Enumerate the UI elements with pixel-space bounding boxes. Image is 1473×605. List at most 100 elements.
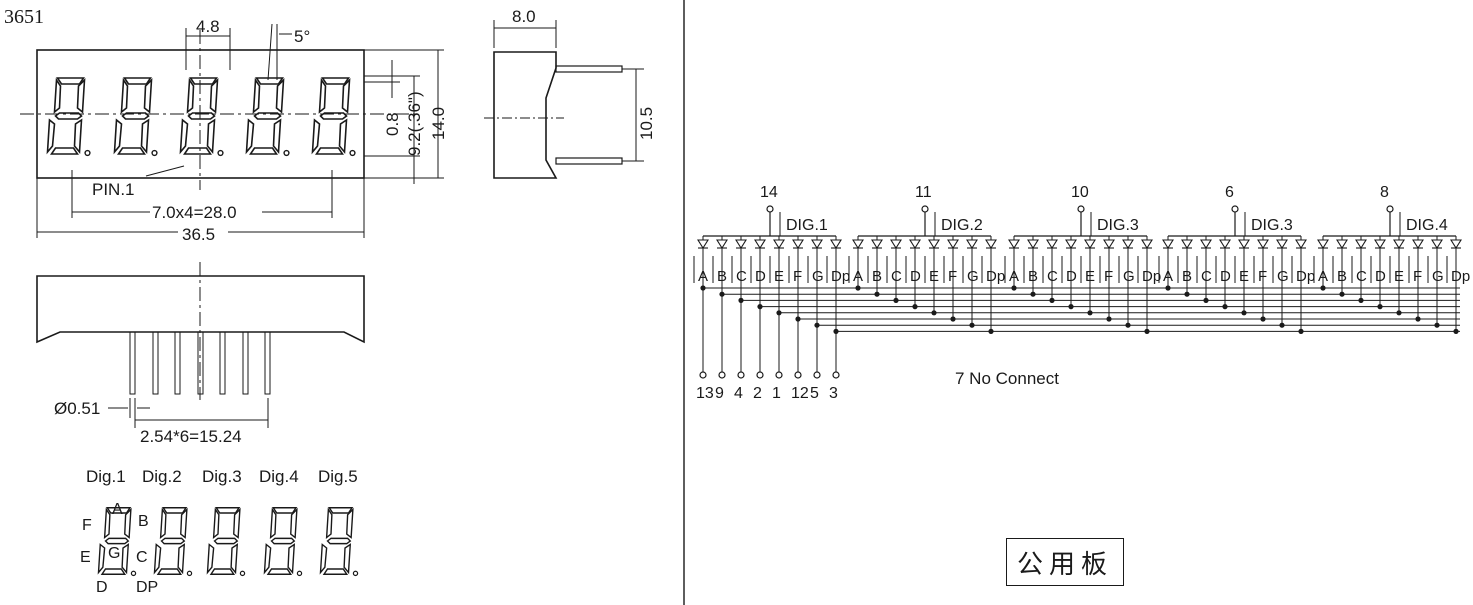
diode-symbol	[716, 239, 728, 250]
common-pin-terminal	[766, 205, 774, 213]
segment-label-a: A	[112, 501, 123, 518]
diode-symbol	[966, 239, 978, 250]
diode-symbol	[1276, 239, 1288, 250]
slant-angle-label: 5°	[294, 27, 310, 46]
diode-symbol	[1027, 239, 1039, 250]
diode-symbol	[830, 239, 842, 250]
body-width-label: 36.5	[182, 225, 215, 244]
diode-symbol	[852, 239, 864, 250]
segment-pin-terminal	[718, 371, 726, 379]
digit-label-1: Dig.1	[86, 467, 126, 486]
diode-symbol	[1295, 239, 1307, 250]
diode-symbol	[1257, 239, 1269, 250]
digit-glyph-4	[245, 77, 290, 157]
segment-label: Dp	[986, 268, 1005, 285]
segment-pin-number: 2	[753, 385, 762, 402]
segment-map-digit-2	[153, 506, 193, 577]
digit-label-3: Dig.3	[202, 467, 242, 486]
segment-label-e: E	[80, 549, 91, 566]
diode-symbol	[947, 239, 959, 250]
segment-map-digit-3	[206, 506, 246, 577]
segment-pin-terminal	[775, 371, 783, 379]
digit-group-label: DIG.1	[786, 217, 828, 234]
segment-pin-number: 12	[791, 385, 809, 402]
diode-symbol	[1103, 239, 1115, 250]
model-number: 3651	[4, 6, 44, 28]
char-height-label: 9.2(.36")	[405, 91, 424, 156]
segment-label-g: G	[108, 545, 120, 562]
diode-symbol	[1200, 239, 1212, 250]
common-pin-number: 6	[1225, 184, 1234, 201]
stamp-box: 公用板	[1006, 538, 1124, 586]
side-view: 8.0 10.5	[484, 7, 656, 179]
common-pin-number: 10	[1071, 184, 1089, 201]
segment-map-digit-4	[263, 506, 303, 577]
common-pin-terminal	[921, 205, 929, 213]
diode-symbol	[697, 239, 709, 250]
common-pin-terminal	[1386, 205, 1394, 213]
segment-label-b: B	[138, 513, 149, 530]
common-pin-number: 14	[760, 184, 778, 201]
bottom-view: Ø0.51 2.54*6=15.24	[36, 262, 365, 446]
diode-symbol	[754, 239, 766, 250]
diode-symbol	[871, 239, 883, 250]
segment-pin-number: 1	[772, 385, 781, 402]
pin1-label: PIN.1	[92, 180, 135, 199]
segment-pin-number: 4	[734, 385, 743, 402]
digit-group-label: DIG.3	[1097, 217, 1139, 234]
circuit-schematic: 14DIG.1ABCDEFGDp11DIG.2ABCDEFGDp10DIG.3A…	[693, 184, 1470, 402]
diode-symbol	[1238, 239, 1250, 250]
front-view: 4.8 5° 0.8 9.2(.36") 14.0 PIN.1 7.0x4=28…	[20, 17, 448, 244]
diode-symbol	[1181, 239, 1193, 250]
segment-label-f: F	[82, 517, 92, 534]
digit-group-label: DIG.4	[1406, 217, 1448, 234]
diode-symbol	[1374, 239, 1386, 250]
digit-group-label: DIG.2	[941, 217, 983, 234]
digit-label-5: Dig.5	[318, 467, 358, 486]
segment-label: G	[1277, 268, 1289, 285]
diode-symbol	[773, 239, 785, 250]
body-height-label: 14.0	[429, 107, 448, 140]
common-pin-number: 8	[1380, 184, 1389, 201]
diode-symbol	[1046, 239, 1058, 250]
segment-pitch-label: 4.8	[196, 17, 220, 36]
diode-symbol	[811, 239, 823, 250]
segment-label: G	[812, 268, 824, 285]
digit-glyph-3	[179, 77, 224, 157]
segment-label: G	[1123, 268, 1135, 285]
diode-symbol	[1008, 239, 1020, 250]
segment-pin-terminal	[813, 371, 821, 379]
diode-symbol	[1219, 239, 1231, 250]
diode-symbol	[1336, 239, 1348, 250]
diode-symbol	[1393, 239, 1405, 250]
diode-symbol	[928, 239, 940, 250]
digit-glyph-2	[113, 77, 158, 157]
segment-pin-number: 13	[696, 385, 714, 402]
segment-pin-terminal	[699, 371, 707, 379]
segment-pin-terminal	[737, 371, 745, 379]
segment-label-d: D	[96, 579, 108, 596]
diode-symbol	[1355, 239, 1367, 250]
pin-diameter-label: Ø0.51	[54, 399, 100, 418]
segment-label: Dp	[831, 268, 850, 285]
segment-pin-number: 5	[810, 385, 819, 402]
digit-glyph-5	[311, 77, 356, 157]
diode-symbol	[792, 239, 804, 250]
segment-pin-number: 3	[829, 385, 838, 402]
digit-glyph-1	[46, 77, 91, 157]
digit-label-2: Dig.2	[142, 467, 182, 486]
diode-symbol	[1450, 239, 1462, 250]
diode-symbol	[909, 239, 921, 250]
diode-symbol	[1317, 239, 1329, 250]
digit-group-label: DIG.3	[1251, 217, 1293, 234]
segment-pin-terminal	[756, 371, 764, 379]
digit-label-4: Dig.4	[259, 467, 299, 486]
diode-symbol	[1065, 239, 1077, 250]
segment-label-dp: DP	[136, 579, 158, 596]
segment-label: G	[1432, 268, 1444, 285]
diode-symbol	[1141, 239, 1153, 250]
segment-pin-terminal	[794, 371, 802, 379]
digit-pitch-label: 7.0x4=28.0	[152, 203, 237, 222]
segment-label: Dp	[1142, 268, 1161, 285]
